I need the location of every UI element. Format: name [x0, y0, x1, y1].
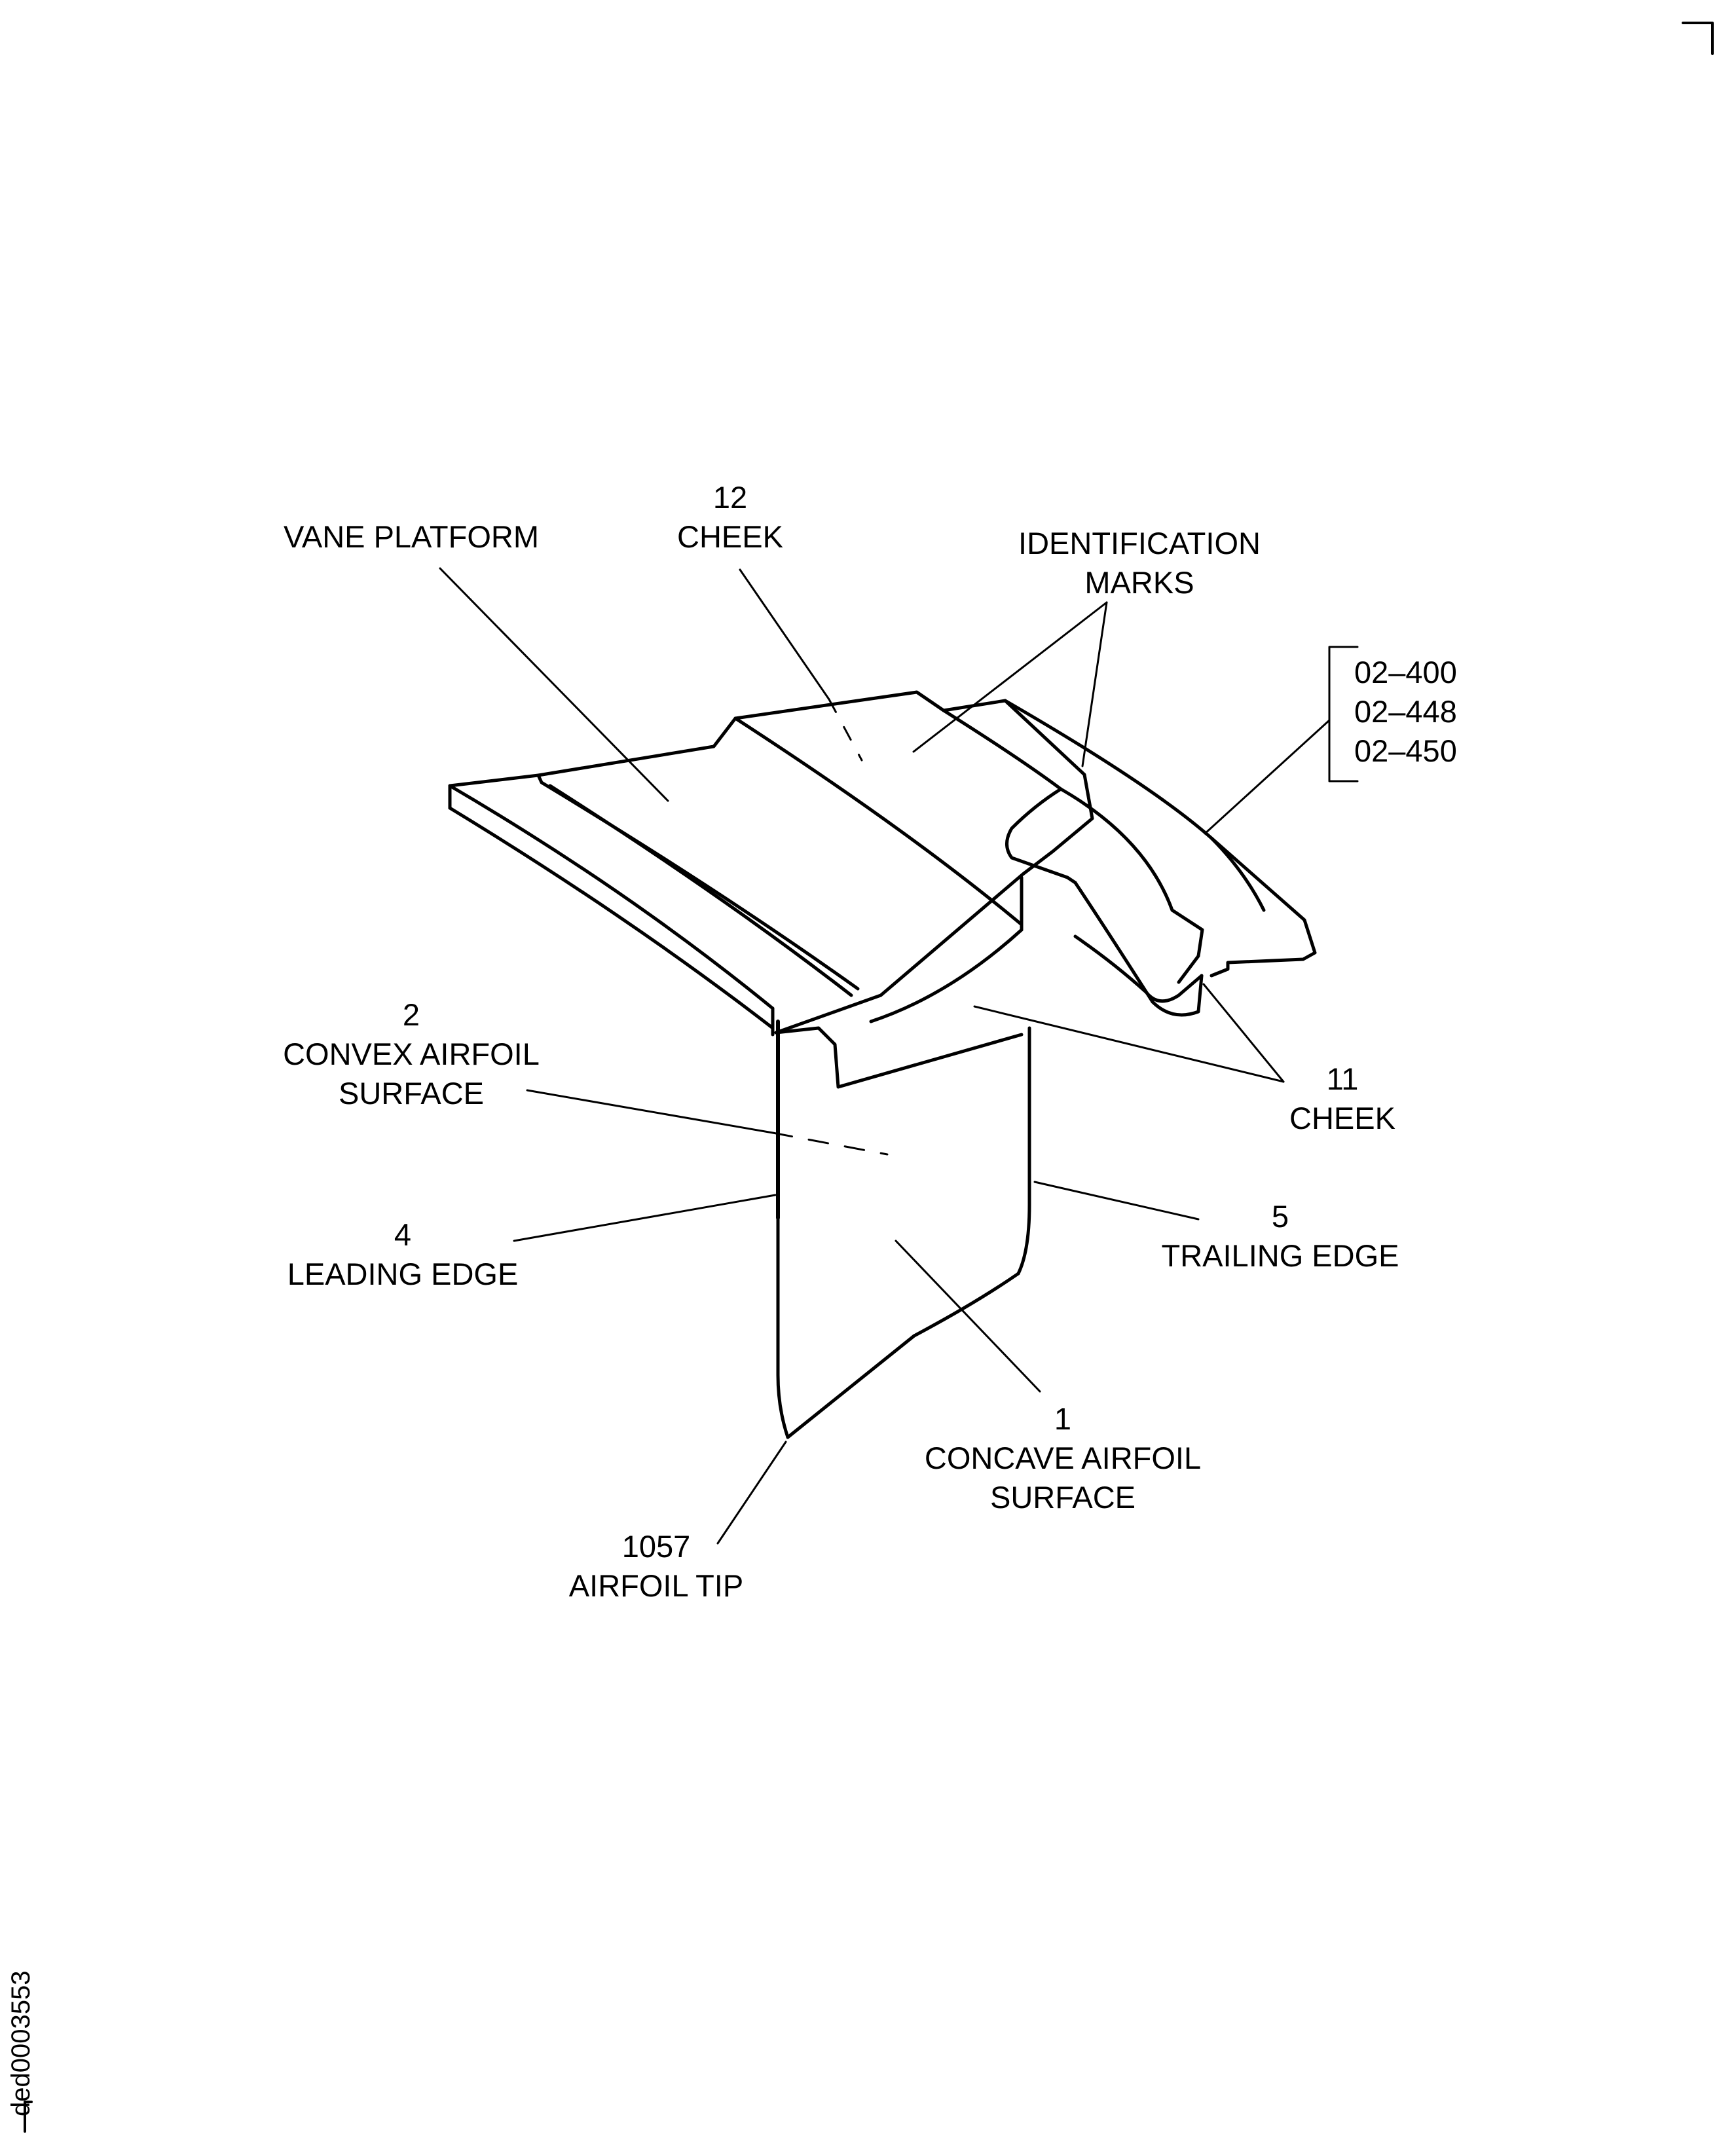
convex-surface-line2: SURFACE [339, 1076, 484, 1111]
trailing-edge-name: TRAILING EDGE [1161, 1238, 1399, 1273]
airfoil-tip-number: 1057 [621, 1529, 691, 1564]
vane-platform-shape [448, 690, 1317, 1089]
label-airfoil-tip: 1057 AIRFOIL TIP [569, 1527, 743, 1606]
cheek-11-number: 11 [1326, 1061, 1359, 1096]
figure-id: ded0003553 [7, 1970, 35, 2116]
label-cheek-12: 12 CHEEK [677, 478, 783, 557]
part-number-3: 02–450 [1354, 733, 1457, 768]
label-concave-airfoil-surface: 1 CONCAVE AIRFOIL SURFACE [925, 1399, 1201, 1517]
airfoil-blade [776, 1020, 1031, 1439]
leader-lines [439, 567, 1359, 1545]
label-trailing-edge: 5 TRAILING EDGE [1161, 1197, 1399, 1276]
leading-edge-number: 4 [394, 1217, 412, 1252]
label-vane-platform: VANE PLATFORM [284, 517, 539, 557]
part-number-1: 02–400 [1354, 655, 1457, 690]
label-cheek-11: 11 CHEEK [1289, 1059, 1395, 1138]
label-part-numbers: 02–400 02–448 02–450 [1354, 653, 1457, 771]
cheek-12-name: CHEEK [677, 519, 783, 554]
identification-marks-line1: IDENTIFICATION [1018, 526, 1261, 561]
concave-surface-line2: SURFACE [989, 1480, 1136, 1515]
crop-marks [24, 22, 1714, 2133]
convex-surface-number: 2 [402, 997, 420, 1032]
leading-edge-name: LEADING EDGE [287, 1257, 519, 1291]
label-leading-edge: 4 LEADING EDGE [287, 1215, 519, 1294]
label-convex-airfoil-surface: 2 CONVEX AIRFOIL SURFACE [283, 995, 540, 1113]
concave-surface-line1: CONCAVE AIRFOIL [924, 1441, 1202, 1475]
vane-platform-text: VANE PLATFORM [284, 519, 539, 554]
airfoil-tip-name: AIRFOIL TIP [568, 1568, 744, 1603]
part-number-2: 02–448 [1354, 694, 1457, 729]
cheek-12-number: 12 [712, 480, 748, 515]
convex-surface-line1: CONVEX AIRFOIL [283, 1037, 540, 1071]
trailing-edge-number: 5 [1271, 1199, 1289, 1234]
concave-surface-number: 1 [1054, 1401, 1072, 1436]
label-identification-marks: IDENTIFICATION MARKS [1018, 524, 1261, 602]
cheek-11-name: CHEEK [1289, 1101, 1395, 1135]
identification-marks-line2: MARKS [1084, 565, 1194, 600]
